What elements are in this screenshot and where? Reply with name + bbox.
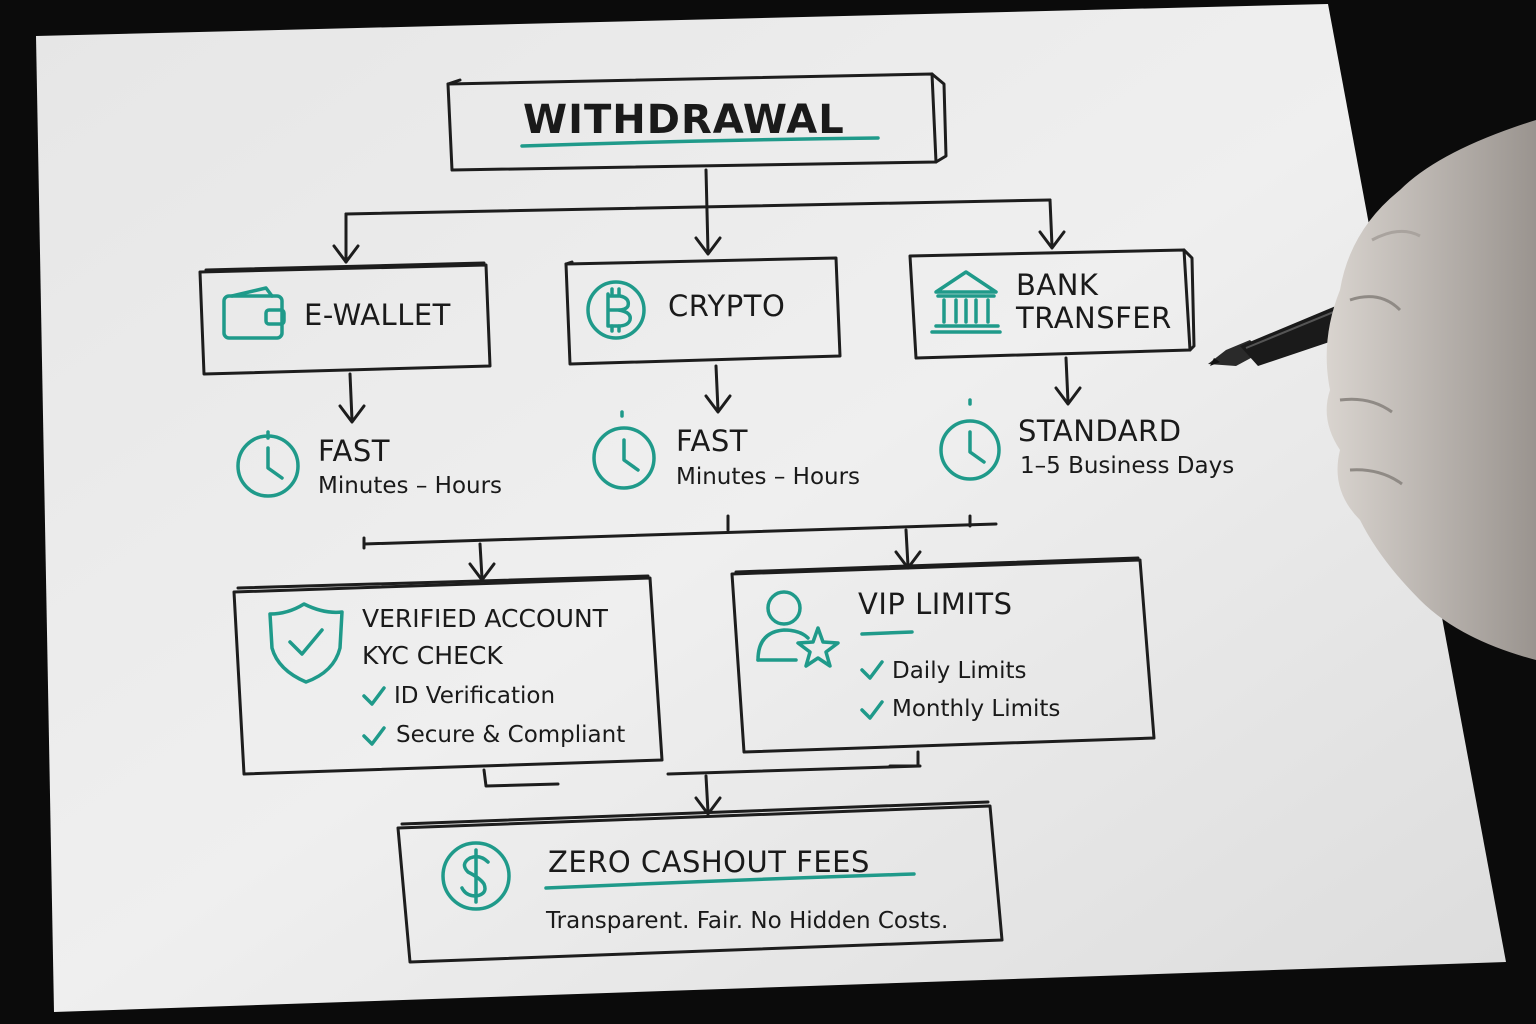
- verification-box: VERIFIED ACCOUNT KYC CHECK ID Verificati…: [232, 574, 664, 776]
- wallet-icon: [222, 286, 286, 340]
- method-label-crypto: CRYPTO: [668, 289, 785, 323]
- fees-title: ZERO CASHOUT FEES: [548, 845, 870, 879]
- fees-subtitle: Transparent. Fair. No Hidden Costs.: [545, 908, 948, 934]
- clock-icon: [592, 410, 656, 490]
- check-icon: [362, 726, 386, 746]
- bitcoin-icon: [586, 280, 646, 340]
- verification-title-line1: VERIFIED ACCOUNT: [362, 604, 609, 633]
- diagram-title: WITHDRAWAL: [523, 97, 845, 143]
- branch-connectors: [332, 168, 1066, 264]
- check-icon: [362, 686, 386, 706]
- method-box-ewallet: E-WALLET: [198, 261, 492, 376]
- check-icon: [860, 700, 884, 720]
- speed-arrows: [338, 356, 1082, 424]
- speed-label-ewallet: FAST: [318, 434, 390, 468]
- method-box-crypto: CRYPTO: [564, 256, 842, 366]
- speed-label-bank: STANDARD: [1018, 414, 1182, 448]
- speed-time-ewallet: Minutes – Hours: [318, 473, 502, 499]
- bank-icon: [930, 270, 1002, 334]
- speed-bank: STANDARD 1–5 Business Days: [939, 398, 1234, 481]
- verification-item-id: ID Verification: [394, 683, 555, 709]
- verification-item-secure: Secure & Compliant: [396, 722, 625, 748]
- method-label-ewallet: E-WALLET: [304, 298, 451, 332]
- shield-check-icon: [268, 602, 344, 684]
- paper-sheet: [36, 4, 1506, 1012]
- title-box: WITHDRAWAL: [446, 72, 948, 172]
- clock-icon: [939, 398, 1001, 481]
- vip-title: VIP LIMITS: [858, 587, 1013, 621]
- method-label-bank-line2: TRANSFER: [1015, 301, 1172, 335]
- method-box-bank: BANK TRANSFER: [908, 248, 1196, 360]
- vip-item-monthly: Monthly Limits: [892, 696, 1060, 722]
- vip-item-daily: Daily Limits: [892, 658, 1027, 684]
- vip-box: VIP LIMITS Daily Limits Monthly Limits: [730, 556, 1156, 754]
- dollar-icon: [441, 841, 511, 911]
- speed-time-bank: 1–5 Business Days: [1020, 453, 1234, 479]
- check-icon: [860, 660, 884, 680]
- speed-crypto: FAST Minutes – Hours: [592, 410, 860, 490]
- verification-title-line2: KYC CHECK: [362, 641, 503, 670]
- user-star-icon: [756, 590, 840, 668]
- speed-label-crypto: FAST: [676, 424, 748, 458]
- hand-with-pen: [1208, 120, 1536, 660]
- clock-icon: [236, 430, 300, 498]
- fees-box: ZERO CASHOUT FEES Transparent. Fair. No …: [396, 800, 1004, 964]
- method-label-bank-line1: BANK: [1016, 268, 1099, 302]
- speed-time-crypto: Minutes – Hours: [676, 464, 860, 490]
- speed-ewallet: FAST Minutes – Hours: [236, 430, 502, 499]
